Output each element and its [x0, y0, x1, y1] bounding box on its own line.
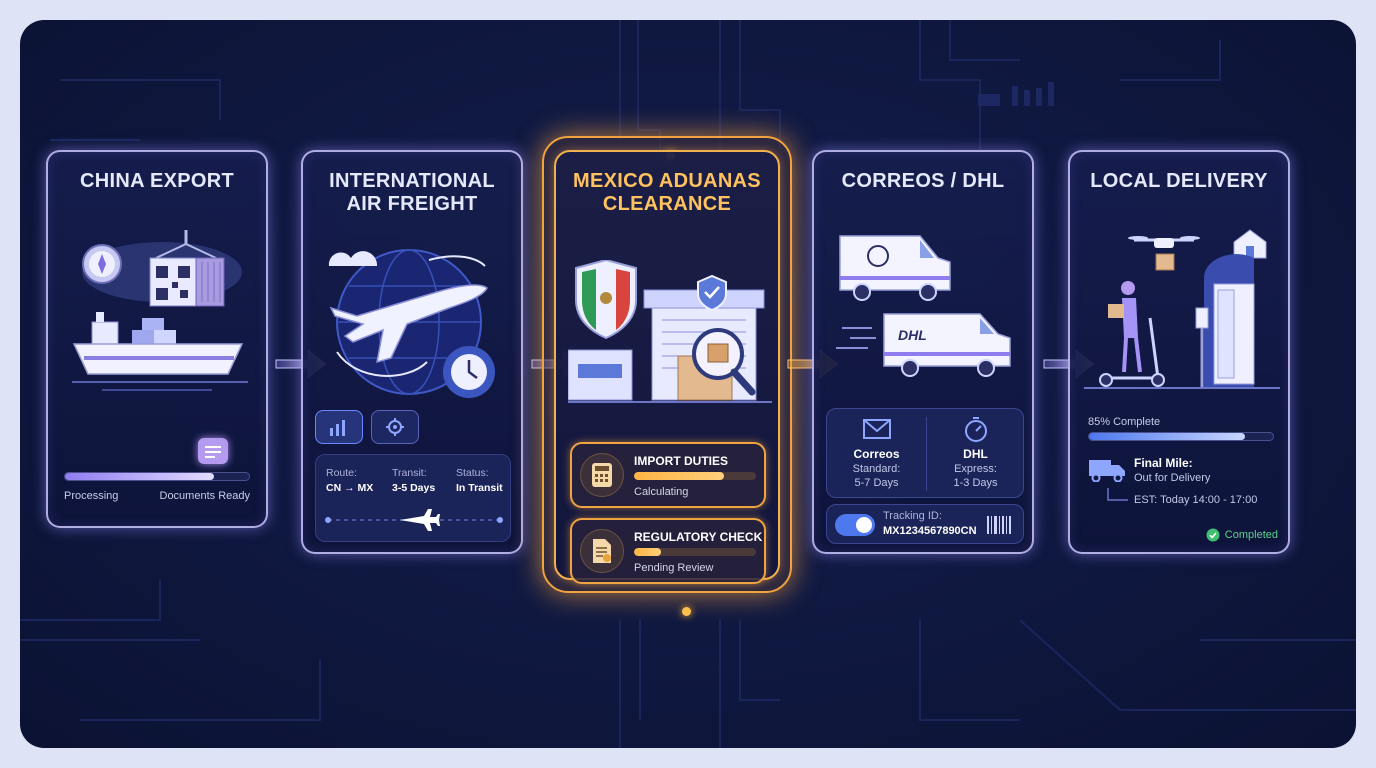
shipment-info-box: Route: CN → MX Transit: 3-5 Days Status:… [315, 454, 511, 542]
card-title: CORREOS / DHL [841, 170, 1005, 192]
chart-icon [330, 420, 345, 436]
drone-icon [1128, 236, 1200, 271]
delivery-vans-illustration: DHL [836, 235, 1011, 377]
carrier-time: 5-7 Days [854, 477, 899, 489]
chat-bubble-icon [198, 438, 228, 464]
glow-dot [682, 607, 691, 616]
compass-icon [82, 244, 122, 284]
check-status: Pending Review [634, 562, 714, 574]
export-progress-bar [64, 472, 250, 481]
card-title: INTERNATIONAL AIR FREIGHT [329, 170, 495, 215]
magnifier-icon [692, 328, 756, 396]
tracking-label: Tracking ID: [883, 510, 942, 522]
carrier-dhl[interactable]: DHL Express: 1-3 Days [926, 409, 1025, 499]
carrier-name: Correos [853, 447, 900, 461]
check-title: REGULATORY CHECK [634, 530, 763, 544]
route-track [325, 509, 503, 531]
tracking-toggle[interactable] [835, 514, 875, 536]
completed-badge: Completed [1206, 528, 1278, 542]
transit-value: 3-5 Days [392, 482, 436, 494]
dhl-van: DHL [836, 313, 1011, 377]
eta-label: EST: Today 14:00 - 17:00 [1134, 494, 1258, 506]
card-correos-dhl[interactable]: CORREOS / DHL DHL Correos Standard: 5-7 … [812, 150, 1034, 554]
stopwatch-icon [965, 417, 987, 442]
gear-icon [386, 418, 404, 436]
card-air-freight[interactable]: INTERNATIONAL AIR FREIGHT Route: CN → MX… [301, 150, 523, 554]
regulatory-progress-bar [634, 548, 756, 556]
route-label: Route: [326, 467, 357, 479]
tracking-id: MX1234567890CN [883, 525, 977, 537]
regulatory-check-item[interactable]: REGULATORY CHECK Pending Review [570, 518, 766, 584]
plane-icon [400, 509, 440, 531]
cargo-ship-illustration [72, 230, 248, 391]
route-value: CN → MX [326, 482, 374, 494]
carrier-service: Express: [954, 463, 997, 475]
courier-scooter-icon [1099, 281, 1165, 387]
card-mexico-clearance[interactable]: MEXICO ADUANAS CLEARANCE IMPOR [554, 150, 780, 584]
card-china-export[interactable]: CHINA EXPORT Pr [46, 150, 268, 528]
transit-label: Transit: [392, 467, 427, 479]
dhl-van-logo: DHL [898, 327, 927, 343]
delivery-progress-bar [1088, 432, 1274, 441]
qr-code-icon [156, 266, 190, 300]
carrier-service: Standard: [852, 463, 901, 475]
correos-van [839, 235, 951, 301]
carrier-name: DHL [963, 447, 988, 461]
check-circle-icon [1206, 528, 1220, 542]
clock-gear-icon [443, 346, 495, 398]
barcode-icon [987, 516, 1011, 534]
settings-button[interactable] [371, 410, 419, 444]
divider [926, 417, 927, 491]
import-duties-item[interactable]: IMPORT DUTIES Calculating [570, 442, 766, 508]
final-mile-status: Out for Delivery [1134, 472, 1211, 484]
envelope-icon [863, 419, 891, 439]
tracking-box: Tracking ID: MX1234567890CN [826, 504, 1024, 544]
processing-label: Processing [64, 490, 119, 502]
last-mile-illustration [1084, 229, 1280, 389]
duty-progress-bar [634, 472, 756, 480]
document-icon [580, 529, 624, 573]
carrier-correos[interactable]: Correos Standard: 5-7 Days [827, 409, 926, 499]
documents-ready-label: Documents Ready [159, 490, 251, 502]
calculator-icon [580, 453, 624, 497]
card-title: MEXICO ADUANAS CLEARANCE [573, 170, 761, 215]
card-title: LOCAL DELIVERY [1090, 170, 1268, 192]
status-value: In Transit [456, 482, 503, 494]
completed-label: Completed [1224, 529, 1278, 541]
card-local-delivery[interactable]: LOCAL DELIVERY 85% Complete [1068, 150, 1290, 554]
check-status: Calculating [634, 486, 689, 498]
mexico-shield-icon [575, 260, 637, 340]
truck-icon [1089, 460, 1125, 482]
card-title: CHINA EXPORT [80, 170, 234, 192]
airplane-globe-illustration [328, 249, 495, 398]
circuit-background [20, 20, 1356, 748]
connector-line [1107, 488, 1128, 501]
carrier-options: Correos Standard: 5-7 Days DHL Express: … [826, 408, 1024, 498]
chart-button[interactable] [315, 410, 363, 444]
final-mile-label: Final Mile: [1134, 456, 1193, 470]
carrier-time: 1-3 Days [953, 477, 998, 489]
customs-building-illustration [568, 260, 772, 403]
check-title: IMPORT DUTIES [634, 454, 729, 468]
progress-text: 85% Complete [1088, 416, 1161, 428]
status-label: Status: [456, 467, 489, 479]
